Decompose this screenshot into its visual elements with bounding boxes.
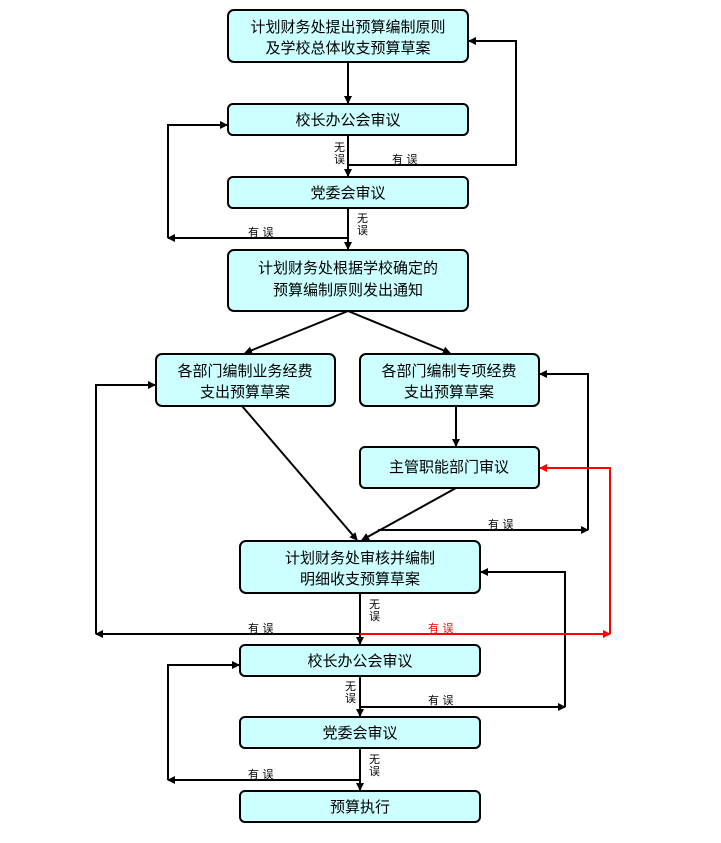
label-ok: 误 xyxy=(369,765,380,778)
node-party-committee-review-2: 党委会审议 xyxy=(239,716,481,749)
label-ok: 无 xyxy=(369,598,380,611)
label-ok: 无 xyxy=(345,680,356,693)
node-text: 计划财务处审核并编制 xyxy=(285,549,435,567)
label-ok: 误 xyxy=(357,224,368,237)
node-text: 支出预算草案 xyxy=(404,383,494,401)
label-error: 有 误 xyxy=(392,152,418,166)
label-ok: 无 xyxy=(357,212,368,225)
node-text: 明细收支预算草案 xyxy=(300,570,420,588)
label-ok: 无 xyxy=(334,141,345,154)
label-ok: 无 xyxy=(369,753,380,766)
node-dept-special-budget: 各部门编制专项经费 支出预算草案 xyxy=(359,353,540,407)
node-finance-issue-notice: 计划财务处根据学校确定的 预算编制原则发出通知 xyxy=(227,249,469,312)
label-ok: 误 xyxy=(334,153,345,166)
node-text: 支出预算草案 xyxy=(200,383,290,401)
node-text: 预算编制原则发出通知 xyxy=(273,281,423,299)
node-president-office-review-2: 校长办公会审议 xyxy=(239,644,481,677)
node-functional-dept-review: 主管职能部门审议 xyxy=(359,446,540,489)
label-error: 有 误 xyxy=(248,767,274,781)
label-error-red: 有 误 xyxy=(428,621,454,635)
connectors xyxy=(95,37,611,791)
node-text: 各部门编制业务经费 xyxy=(177,362,312,380)
node-text: 及学校总体收支预算草案 xyxy=(265,39,430,57)
label-error: 有 误 xyxy=(248,621,274,635)
node-text: 校长办公会审议 xyxy=(307,652,412,670)
node-text: 计划财务处根据学校确定的 xyxy=(258,259,438,277)
node-text: 校长办公会审议 xyxy=(295,111,400,129)
node-text: 各部门编制专项经费 xyxy=(381,362,516,380)
edge-labels: 无 误 有 误 无 误 有 误 有 误 无 误 有 误 有 误 无 误 有 误 … xyxy=(248,141,514,781)
node-dept-operating-budget: 各部门编制业务经费 支出预算草案 xyxy=(155,353,336,407)
node-budget-execution: 预算执行 xyxy=(239,790,481,823)
node-text: 计划财务处提出预算编制原则 xyxy=(250,18,445,36)
node-text: 预算执行 xyxy=(330,798,390,816)
node-text: 主管职能部门审议 xyxy=(389,458,509,476)
node-president-office-review-1: 校长办公会审议 xyxy=(227,103,469,136)
node-finance-compile-detail: 计划财务处审核并编制 明细收支预算草案 xyxy=(239,540,481,594)
node-text: 党委会审议 xyxy=(322,724,397,742)
label-error: 有 误 xyxy=(428,693,454,707)
label-ok: 误 xyxy=(369,610,380,623)
node-text: 党委会审议 xyxy=(310,184,385,202)
node-finance-draft-principles: 计划财务处提出预算编制原则 及学校总体收支预算草案 xyxy=(227,9,469,63)
label-error: 有 误 xyxy=(248,225,274,239)
node-party-committee-review-1: 党委会审议 xyxy=(227,176,469,209)
label-error: 有 误 xyxy=(488,517,514,531)
label-ok: 误 xyxy=(345,692,356,705)
